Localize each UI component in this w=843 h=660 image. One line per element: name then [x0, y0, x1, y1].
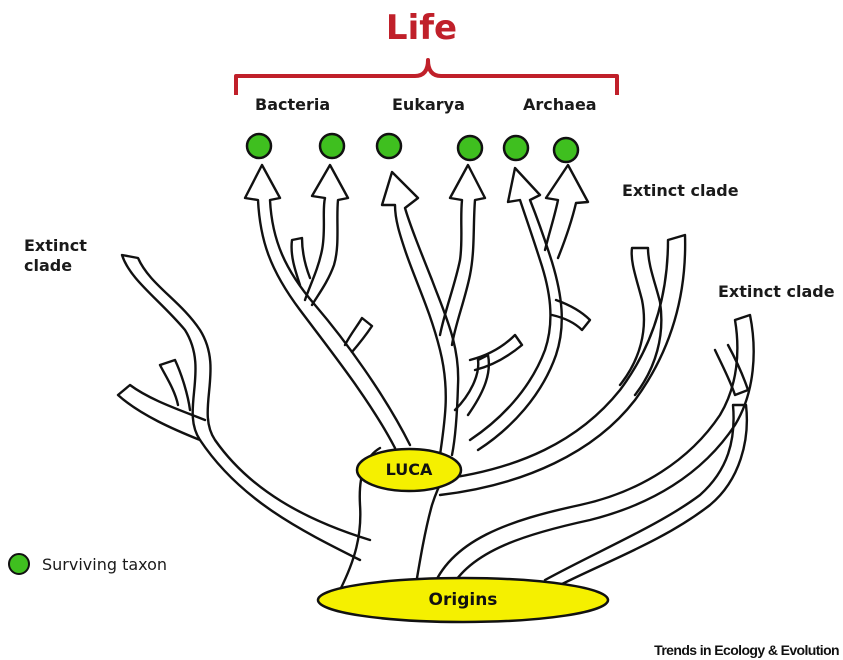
surviving-taxon-3-icon [377, 134, 401, 158]
surviving-taxon-1-icon [247, 134, 271, 158]
bacteria-subbranch [305, 165, 348, 305]
label-archaea: Archaea [523, 95, 597, 115]
extinct-clade-right-lower-stub [715, 345, 748, 395]
luca-label: LUCA [357, 460, 461, 480]
bacteria-side-branch [292, 238, 372, 352]
surviving-taxon-6-icon [554, 138, 578, 162]
legend-label: Surviving taxon [42, 555, 167, 574]
origins-label: Origins [318, 589, 608, 611]
label-eukarya: Eukarya [392, 95, 465, 115]
legend: Surviving taxon [8, 553, 167, 575]
extinct-clade-left-branch [122, 255, 370, 560]
archaea-subbranch [545, 165, 588, 258]
label-extinct-clade-right-upper: Extinct clade [622, 181, 739, 201]
extinct-clade-left-subbranch [118, 360, 205, 440]
surviving-taxon-5-icon [504, 136, 528, 160]
label-bacteria: Bacteria [255, 95, 330, 115]
diagram-title: Life [0, 6, 843, 50]
surviving-taxon-4-icon [458, 136, 482, 160]
label-extinct-clade-left: Extinct clade [24, 236, 87, 276]
label-extinct-clade-right-lower: Extinct clade [718, 282, 835, 302]
surviving-taxon-2-icon [320, 134, 344, 158]
bacteria-branch [245, 165, 410, 448]
archaea-side-branch [552, 300, 590, 330]
journal-credit: Trends in Ecology & Evolution [654, 642, 839, 658]
extinct-clade-right-upper-branch [435, 235, 685, 495]
archaea-branch [470, 168, 562, 450]
life-bracket [236, 60, 617, 95]
surviving-taxon-legend-icon [8, 553, 30, 575]
